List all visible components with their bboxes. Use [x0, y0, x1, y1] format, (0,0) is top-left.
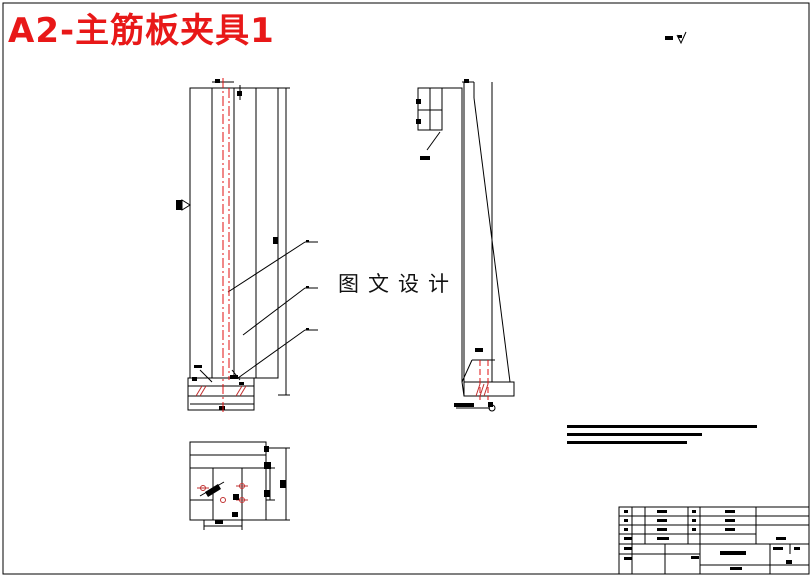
side-view-labels [416, 79, 493, 407]
technical-requirements [567, 425, 757, 444]
side-view-hatch [475, 383, 489, 397]
front-view-labels [176, 79, 309, 410]
top-view-labels [205, 446, 286, 524]
drawing-title: A2-主筋板夹具1 [8, 11, 275, 51]
side-view [417, 81, 515, 412]
front-view-hatch [195, 385, 247, 397]
roughness-symbol [665, 31, 687, 45]
watermark-text: 图文设计 [338, 272, 458, 296]
front-view [187, 81, 318, 411]
side-centerlines [479, 360, 489, 400]
title-block-text [624, 510, 800, 570]
datum-triangle [181, 199, 191, 211]
front-centerlines [222, 78, 230, 412]
title-block [618, 506, 810, 575]
